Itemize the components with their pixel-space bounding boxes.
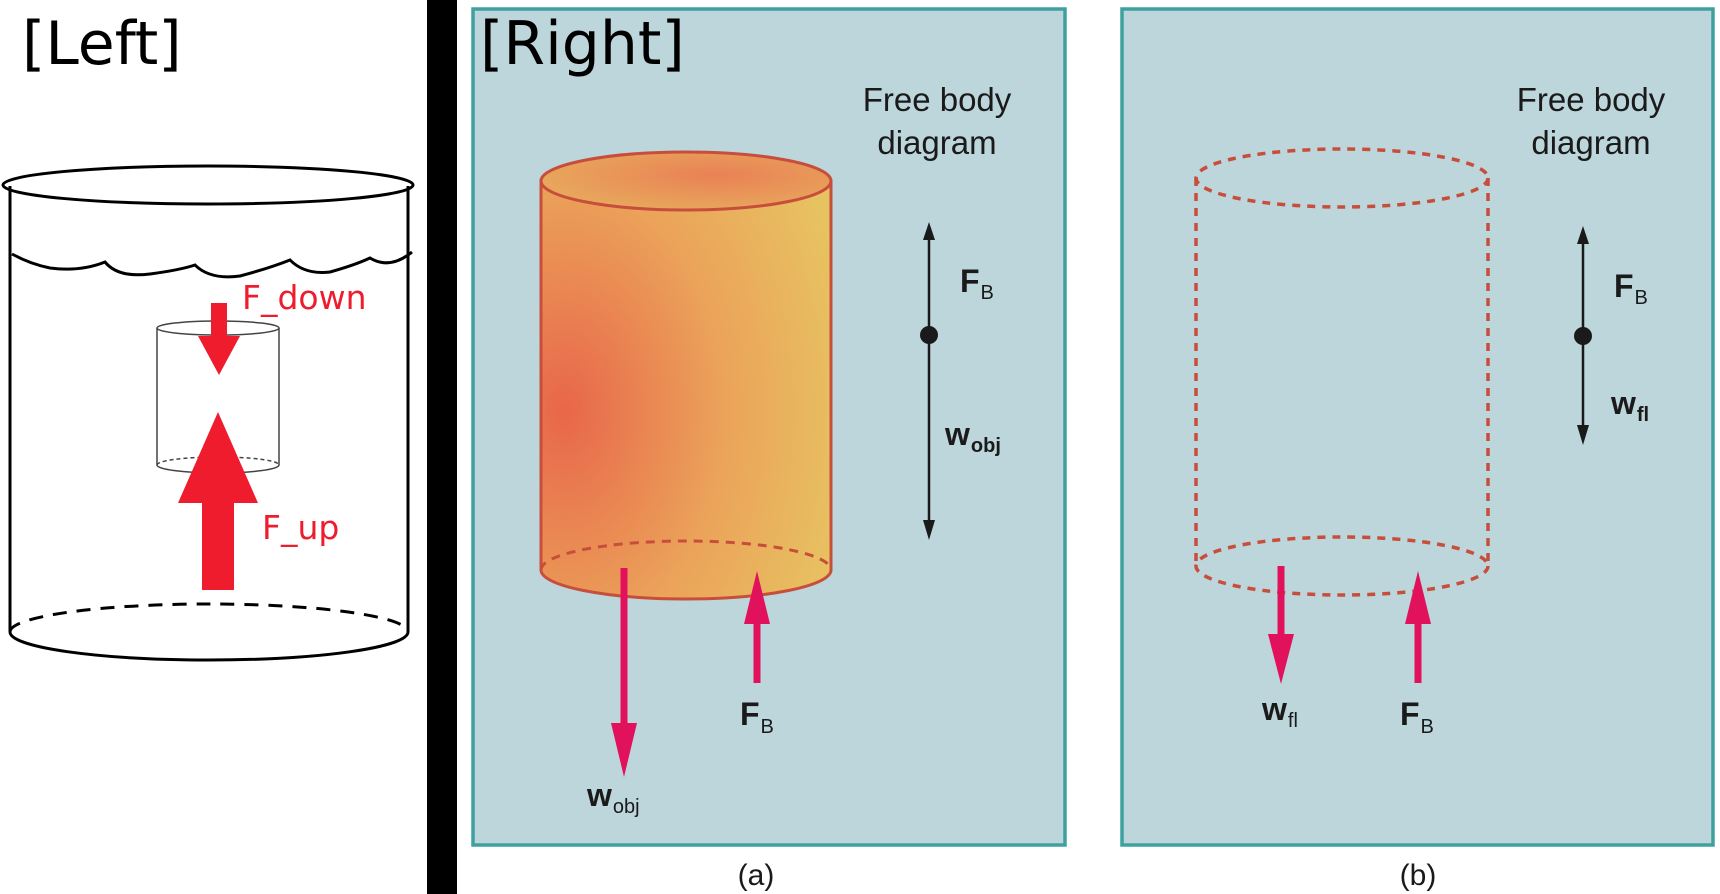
buoyant-force-b-arrow [1405,571,1431,683]
buoyant-force-main: F [740,696,760,732]
panel-b-frame [1120,7,1715,847]
right-panel: [Right] wobj FB Free b [471,7,1715,892]
fbd-a: Free body diagram FB wobj [863,81,1012,540]
fbd-b-up-main: F [1614,268,1634,304]
solid-object [539,150,833,601]
left-panel-tag: [Left] [22,9,182,79]
caption-a: (a) [738,859,775,892]
fbd-b-up-sub: B [1635,287,1648,309]
right-panel-tag: [Right] [480,9,685,79]
fbd-b-up-label: FB [1614,268,1648,309]
fbd-b-up-arrowhead [1577,226,1589,244]
weight-fluid-main: w [1261,691,1287,727]
fbd-a-down-sub: obj [971,435,1001,457]
buoyant-force-b-sub: B [1421,716,1434,738]
weight-object-main: w [586,777,612,813]
fbd-a-title-line2: diagram [877,124,996,161]
container-cylinder [1,164,415,662]
fbd-b-title-line2: diagram [1531,124,1650,161]
displaced-fluid-outline [1194,147,1490,597]
weight-fluid-sub: fl [1288,710,1298,732]
fbd-b-down-sub: fl [1637,404,1649,426]
panel-divider [427,0,457,894]
fbd-a-up-main: F [960,263,980,299]
force-down-label: F_down [242,278,367,317]
weight-object-label: wobj [586,777,640,818]
fbd-b-point [1574,327,1592,345]
fbd-a-down-label: wobj [944,416,1001,457]
buoyant-force-label: FB [740,696,774,738]
fbd-a-up-label: FB [960,263,994,304]
buoyant-force-b-main: F [1400,696,1420,732]
water-surface [11,250,413,279]
fbd-b-down-label: wfl [1610,385,1649,426]
fbd-b-down-arrowhead [1577,425,1589,445]
weight-object-sub: obj [613,796,640,818]
fbd-a-down-main: w [944,416,970,452]
left-panel: [Left] F_down F_up [1,9,415,662]
fbd-b-down-main: w [1610,385,1636,421]
panel-a: wobj FB Free body diagram FB wobj [539,81,1012,892]
fbd-a-point [920,326,938,344]
force-up-arrow [178,412,258,590]
fbd-a-title-line1: Free body [863,81,1012,118]
buoyant-force-arrow [744,571,770,683]
panel-b: wfl FB Free body diagram FB wfl [1194,81,1666,892]
fbd-b: Free body diagram FB wfl [1517,81,1666,445]
force-down-arrow [198,303,240,375]
buoyant-force-b-label: FB [1400,696,1434,738]
weight-fluid-label: wfl [1261,691,1298,732]
buoyant-force-sub: B [761,716,774,738]
fbd-a-up-sub: B [981,282,994,304]
fbd-b-title-line1: Free body [1517,81,1666,118]
weight-object-arrow [611,568,637,777]
weight-fluid-arrow [1268,566,1294,684]
fbd-a-up-arrowhead [923,222,935,240]
caption-b: (b) [1400,859,1437,892]
force-up-label: F_up [262,508,339,547]
fbd-a-down-arrowhead [923,520,935,540]
